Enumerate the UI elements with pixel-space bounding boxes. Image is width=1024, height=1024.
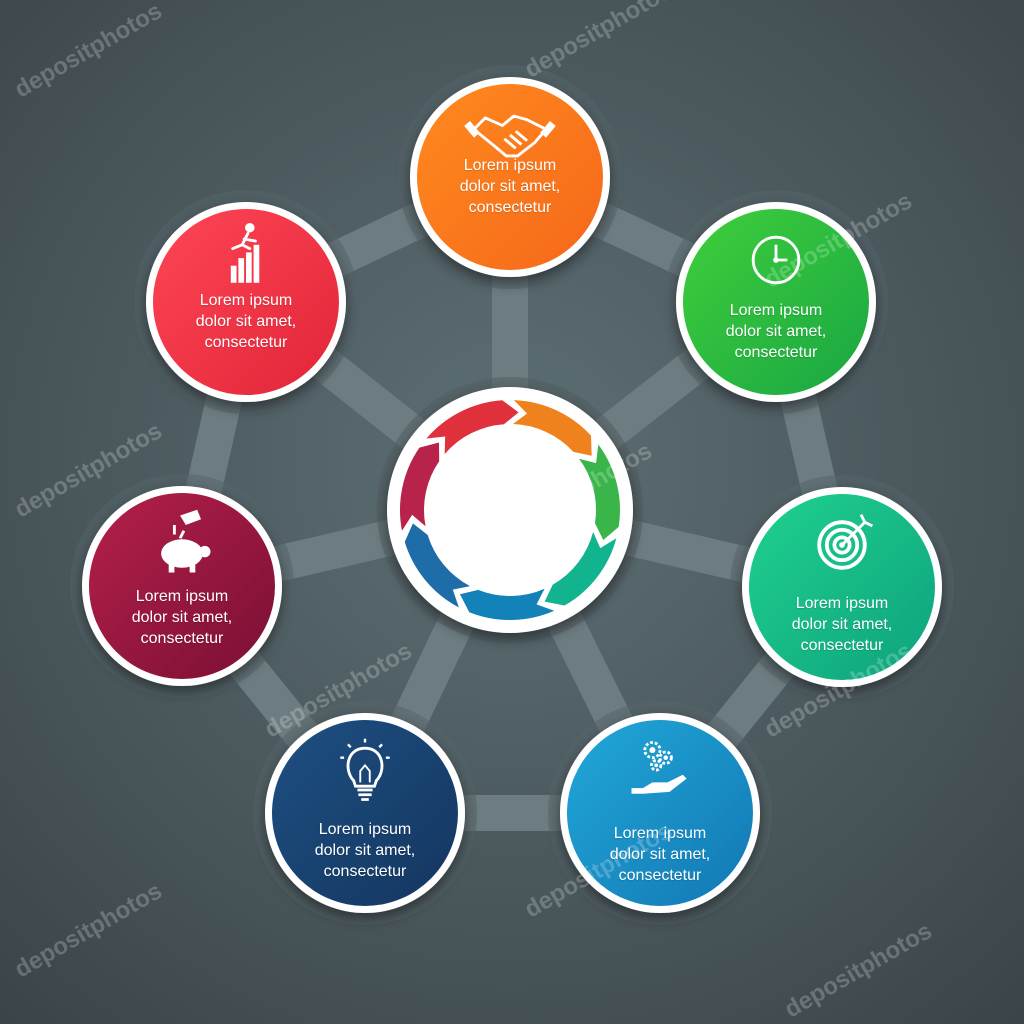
hub-center <box>426 426 594 594</box>
node-text-lower-right: Lorem ipsum dolor sit amet, consectetur <box>585 823 735 886</box>
node-text-line: dolor sit amet, <box>725 323 827 340</box>
cycle-arrows <box>400 400 620 620</box>
cycle-arrow <box>400 442 440 531</box>
node-disc <box>567 720 753 906</box>
node-text-upper-left: Lorem ipsum dolor sit amet, consectetur <box>171 290 321 353</box>
cycle-arrow <box>404 523 471 608</box>
node-text-line: dolor sit amet, <box>195 313 297 330</box>
node-text-line: consectetur <box>800 637 884 654</box>
node-text-line: Lorem ipsum <box>199 292 293 309</box>
node-text-line: dolor sit amet, <box>131 609 233 626</box>
handshake-icon <box>464 114 556 158</box>
node-text-line: Lorem ipsum <box>135 588 229 605</box>
node-text-line: Lorem ipsum <box>463 157 557 174</box>
piggy-bank-icon <box>161 509 211 573</box>
node-lower-right <box>548 701 772 925</box>
cycle-arrow <box>426 400 519 455</box>
node-upper-left <box>134 190 358 414</box>
node-text-top: Lorem ipsum dolor sit amet, consectetur <box>435 155 585 218</box>
node-upper-right <box>664 190 888 414</box>
cycle-arrow <box>579 444 620 541</box>
node-top <box>398 65 622 289</box>
clock-icon <box>751 235 801 285</box>
node-lower-left <box>253 701 477 925</box>
node-disc <box>153 209 339 395</box>
cycle-arrow <box>544 532 617 606</box>
node-text-line: Lorem ipsum <box>318 821 412 838</box>
center-hub <box>377 377 643 643</box>
person-climbing-bars-icon <box>230 222 260 283</box>
node-text-line: dolor sit amet, <box>314 842 416 859</box>
node-text-line: consectetur <box>618 867 702 884</box>
node-text-line: consectetur <box>734 344 818 361</box>
node-disc <box>417 84 603 270</box>
node-text-line: Lorem ipsum <box>613 825 707 842</box>
node-text-line: Lorem ipsum <box>729 302 823 319</box>
node-disc <box>683 209 869 395</box>
node-text-line: dolor sit amet, <box>609 846 711 863</box>
node-text-line: consectetur <box>140 630 224 647</box>
lightbulb-icon <box>340 738 390 801</box>
node-right <box>730 475 954 699</box>
node-disc <box>749 494 935 680</box>
node-text-left: Lorem ipsum dolor sit amet, consectetur <box>107 586 257 649</box>
node-left <box>70 474 294 698</box>
target-icon <box>817 513 874 570</box>
node-text-upper-right: Lorem ipsum dolor sit amet, consectetur <box>701 300 851 363</box>
node-text-line: Lorem ipsum <box>795 595 889 612</box>
node-text-right: Lorem ipsum dolor sit amet, consectetur <box>767 593 917 656</box>
cycle-arrow <box>513 400 592 456</box>
node-text-line: consectetur <box>204 334 288 351</box>
node-text-line: dolor sit amet, <box>459 178 561 195</box>
node-text-line: consectetur <box>323 863 407 880</box>
node-disc <box>89 493 275 679</box>
node-text-line: consectetur <box>468 199 552 216</box>
node-disc <box>272 720 458 906</box>
node-text-lower-left: Lorem ipsum dolor sit amet, consectetur <box>290 819 440 882</box>
node-text-line: dolor sit amet, <box>791 616 893 633</box>
cycle-arrow <box>459 588 555 620</box>
